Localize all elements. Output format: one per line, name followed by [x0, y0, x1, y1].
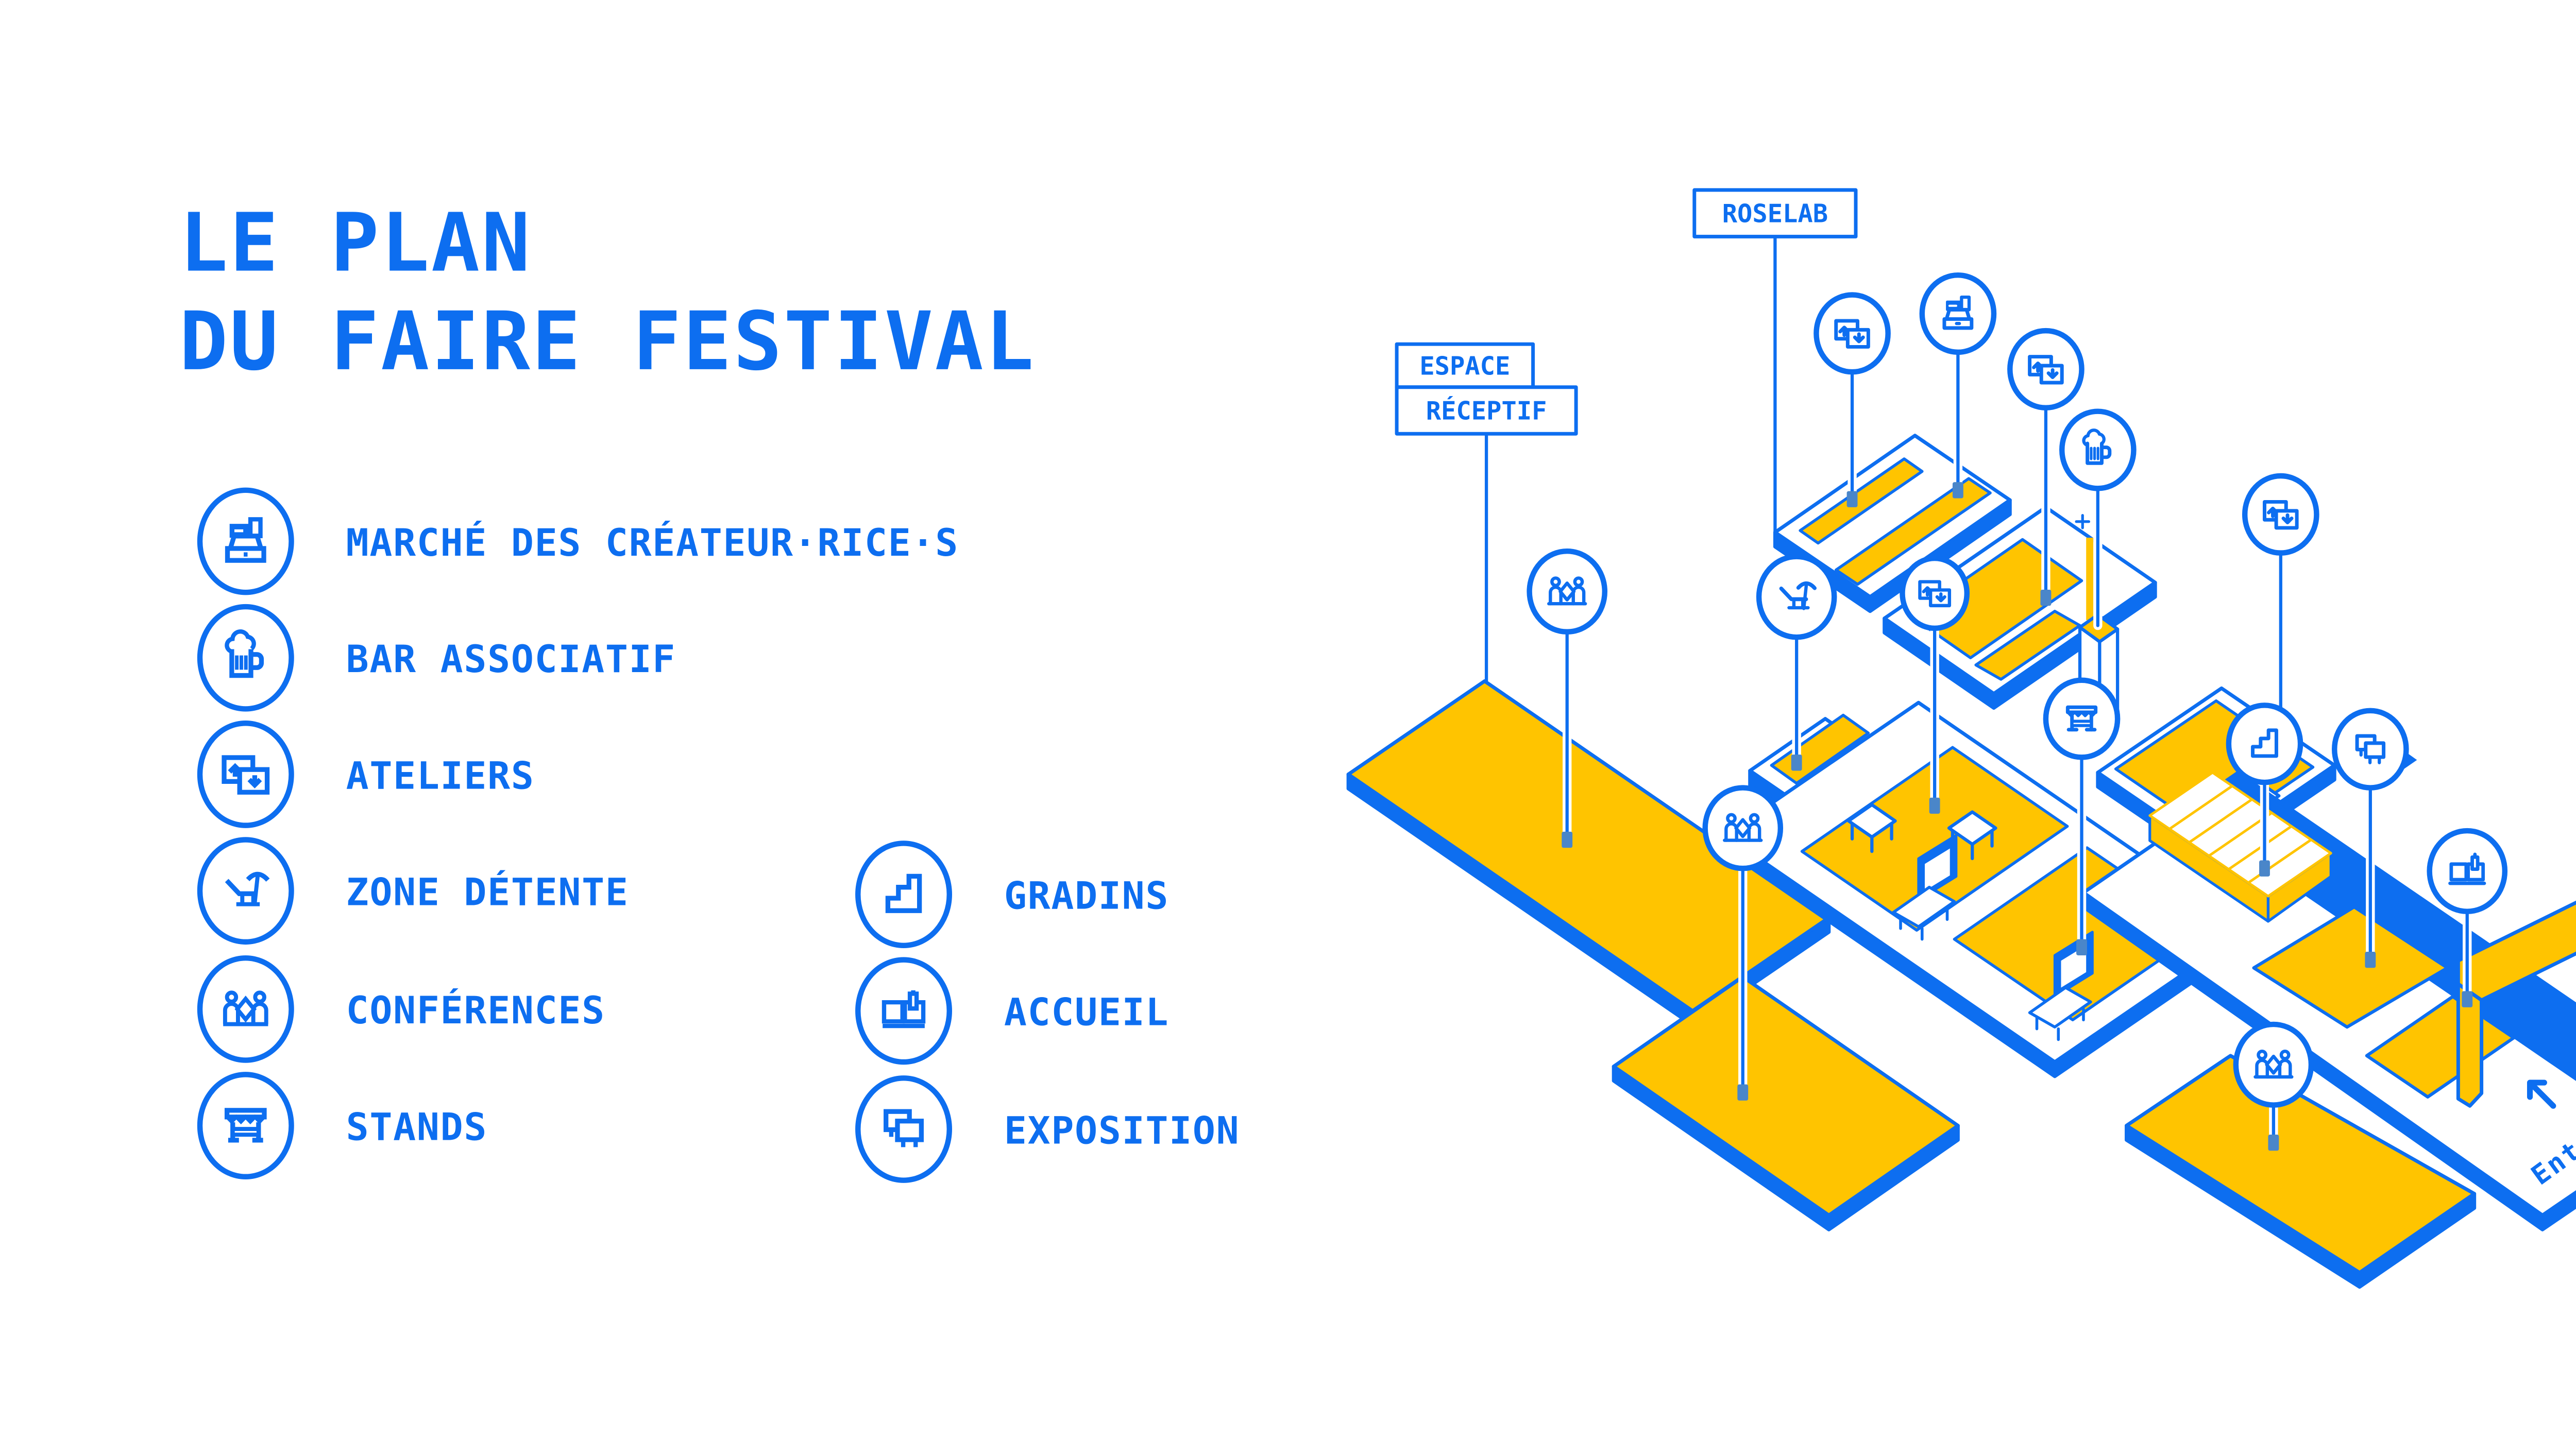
espace-receptif-label: ESPACE RÉCEPTIF [1395, 342, 1578, 436]
roselab-label-text: ROSELAB [1722, 200, 1828, 229]
entrance-arch [2456, 900, 2576, 1108]
page-title-line2: DU FAIRE FESTIVAL [179, 294, 1036, 389]
legend-label: ZONE DÉTENTE [346, 871, 629, 914]
map-marker-marche [1919, 272, 1997, 499]
legend-circle [197, 721, 294, 828]
beer-pour [2086, 538, 2094, 621]
map-marker-zone-detente [1756, 554, 1837, 771]
legend-circle [197, 955, 294, 1063]
platform-conferences-center [1612, 975, 1960, 1231]
map-marker-accueil [2427, 828, 2508, 1007]
legend-label: EXPOSITION [1004, 1109, 1240, 1153]
receptif-label-text: RÉCEPTIF [1426, 396, 1547, 425]
exposition-area [2252, 905, 2449, 1029]
legend-circle [197, 837, 294, 945]
espace-label-text: ESPACE [1419, 352, 1510, 381]
cash-register-icon [1944, 297, 1972, 328]
map-marker-ateliers-east [2242, 473, 2319, 771]
screen-and-bench [2028, 931, 2094, 1041]
entree-arrow-icon [2527, 1079, 2556, 1109]
page-title: LE PLAN DU FAIRE FESTIVAL [179, 194, 1036, 391]
legend-label: ACCUEIL [1004, 991, 1170, 1035]
roselab-label: ROSELAB [1692, 188, 1858, 238]
legend-circle [855, 1075, 952, 1183]
map-marker-exposition [2332, 708, 2409, 968]
legend-label: GRADINS [1004, 875, 1170, 918]
sparkle-icon [2075, 513, 2091, 529]
platform-conferences-south [2125, 1054, 2477, 1289]
legend-circle [855, 957, 952, 1065]
map-marker-conferences-center [1702, 785, 1784, 1101]
screen-and-bench [1892, 834, 1958, 941]
gradins-stairs [2148, 771, 2332, 923]
legend-label: CONFÉRENCES [346, 989, 605, 1033]
legend-label: MARCHÉ DES CRÉATEUR·RICE·S [346, 521, 959, 565]
legend-circle [197, 487, 294, 595]
map-marker-ateliers-roselab [1814, 292, 1891, 507]
map-marker-stands [2043, 677, 2121, 955]
table [1846, 803, 1897, 853]
map-marker-ateliers-center [1900, 555, 1970, 814]
map-marker-gradins [2226, 702, 2303, 877]
map-marker-conferences-south [2233, 1021, 2314, 1151]
legend-label: STANDS [346, 1106, 488, 1149]
legend-circle [197, 604, 294, 712]
legend-label: ATELIERS [346, 755, 535, 798]
page-title-line1: LE PLAN [179, 195, 532, 290]
legend-circle [197, 1072, 294, 1179]
legend-label: BAR ASSOCIATIF [346, 638, 676, 681]
map-marker-ateliers-bar-row [2007, 328, 2084, 606]
legend-circle [855, 841, 952, 949]
map-marker-conferences-espace [1527, 548, 1607, 848]
map-marker-bar [2059, 408, 2137, 630]
